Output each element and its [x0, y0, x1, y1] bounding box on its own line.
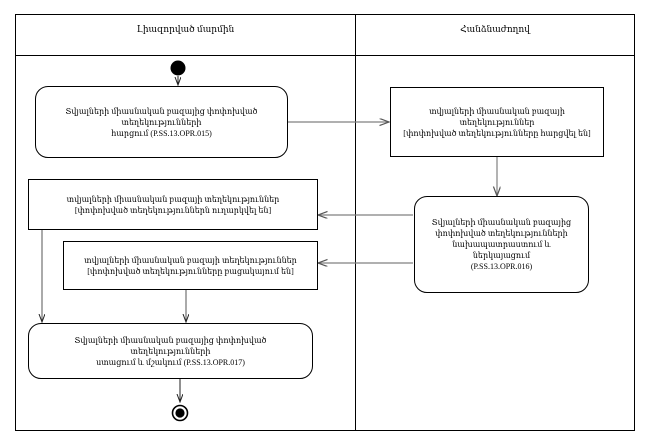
activity-node-receive-label: Տվյալների միասնական բազայից փոփոխված տեղ…	[37, 335, 304, 368]
activity-node-prepare-label: Տվյալների միասնական բազայից փոփոխված տեղ…	[423, 217, 580, 272]
object-node-sent-label: տվյալների միասնական բազայի տեղեկությունն…	[37, 194, 309, 216]
object-node-requested-label: տվյալների միասնական բազայի տեղեկությունն…	[399, 106, 595, 139]
lane-title-authorized-body: Լիազորված մարմին	[16, 24, 355, 35]
activity-node-request[interactable]: Տվյալների միասնական բազայից փոփոխված տեղ…	[35, 86, 288, 158]
activity-prepare-line1: Տվյալների միասնական բազայից	[431, 218, 572, 227]
final-node-inner	[175, 408, 185, 418]
activity-request-line1: Տվյալների միասնական բազայից փոփոխված տեղ…	[65, 106, 258, 127]
activity-request-line2: հարցում (P.SS.13.OPR.015)	[111, 128, 212, 138]
object-requested-line1: տվյալների միասնական բազայի տեղեկությունն…	[429, 106, 565, 127]
object-node-sent[interactable]: տվյալների միասնական բազայի տեղեկությունն…	[28, 179, 318, 230]
activity-prepare-line3: նախապատրաստում և ներկայացում	[452, 240, 551, 260]
object-node-requested[interactable]: տվյալների միասնական բազայի տեղեկությունն…	[390, 87, 604, 157]
initial-node	[170, 60, 186, 76]
object-sent-line2: [փոփոխված տեղեկություններն ուղարկվել են]	[74, 205, 272, 215]
activity-prepare-line2: փոփոխված տեղեկությունների	[435, 229, 568, 238]
object-requested-line2: [փոփոխված տեղեկությունները հարցվել են]	[403, 128, 591, 138]
activity-receive-line2: ստացում և մշակում (P.SS.13.OPR.017)	[96, 357, 245, 367]
object-absent-line1: տվյալների միասնական բազայի տեղեկությունն…	[84, 255, 297, 265]
lane-title-text: Հանձնաժողով	[460, 24, 530, 34]
object-node-absent[interactable]: տվյալների միասնական բազայի տեղեկությունն…	[63, 241, 318, 290]
activity-receive-line1: Տվյալների միասնական բազայից փոփոխված տեղ…	[74, 335, 267, 356]
object-absent-line2: [փոփոխված տեղեկությունները բացակայում են…	[87, 266, 294, 276]
object-sent-line1: տվյալների միասնական բազայի տեղեկությունն…	[66, 194, 280, 204]
activity-prepare-line4: (P.SS.13.OPR.016)	[470, 262, 533, 271]
lane-title-commission: Հանձնաժողով	[356, 24, 634, 35]
activity-node-receive[interactable]: Տվյալների միասնական բազայից փոփոխված տեղ…	[28, 323, 313, 379]
object-node-absent-label: տվյալների միասնական բազայի տեղեկությունն…	[72, 255, 309, 277]
activity-node-request-label: Տվյալների միասնական բազայից փոփոխված տեղ…	[44, 106, 279, 139]
activity-node-prepare[interactable]: Տվյալների միասնական բազայից փոփոխված տեղ…	[414, 196, 589, 293]
diagram-frame	[15, 14, 635, 431]
lane-title-text: Լիազորված մարմին	[136, 24, 235, 34]
